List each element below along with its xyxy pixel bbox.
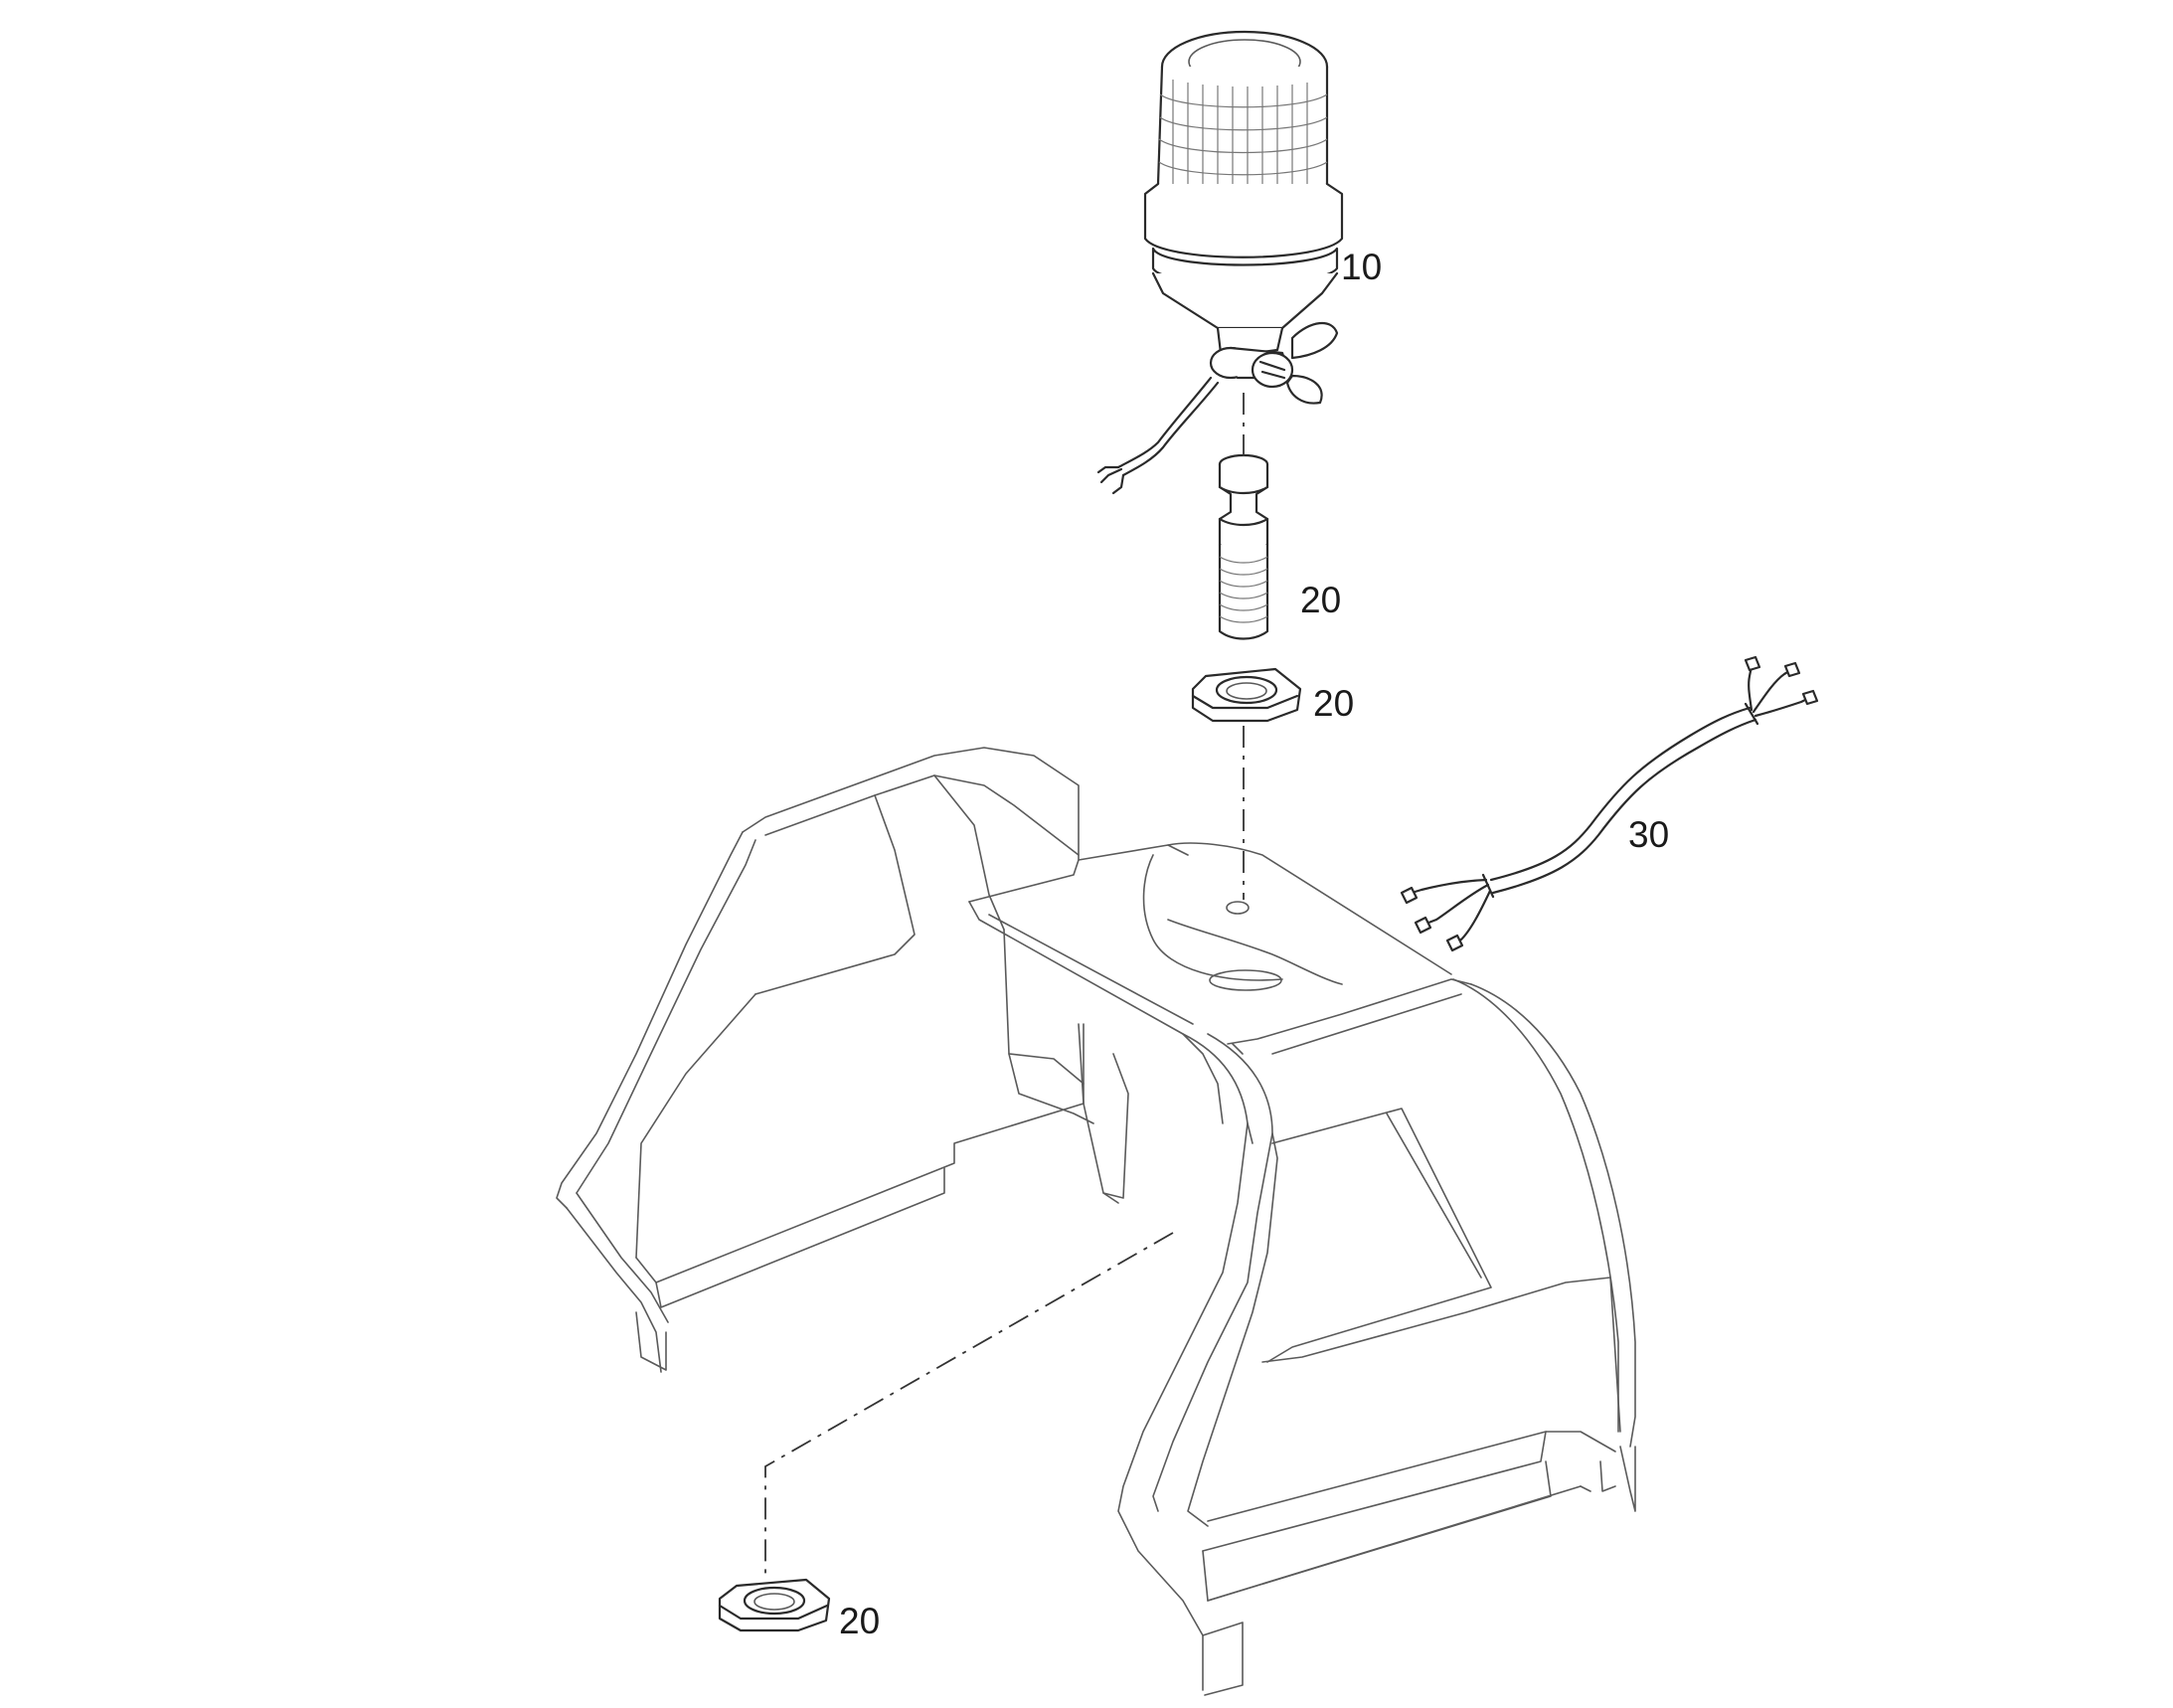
hex-nut-bottom-drawing xyxy=(718,1578,831,1632)
callout-mounting-pin: 20 xyxy=(1300,580,1342,620)
hex-nut-top-drawing xyxy=(1191,667,1302,723)
mounting-pin-drawing xyxy=(1218,453,1269,640)
wiring-harness-drawing xyxy=(1400,655,1819,952)
callout-wiring-harness: 30 xyxy=(1628,814,1670,855)
beacon-light-drawing xyxy=(1096,30,1344,495)
callout-hex-nut-bottom: 20 xyxy=(839,1601,881,1641)
assembly-axis-lines xyxy=(764,393,1245,1581)
callout-beacon-light: 10 xyxy=(1341,247,1383,287)
callout-hex-nut-top: 20 xyxy=(1313,683,1355,724)
canopy-frame xyxy=(556,747,1636,1696)
